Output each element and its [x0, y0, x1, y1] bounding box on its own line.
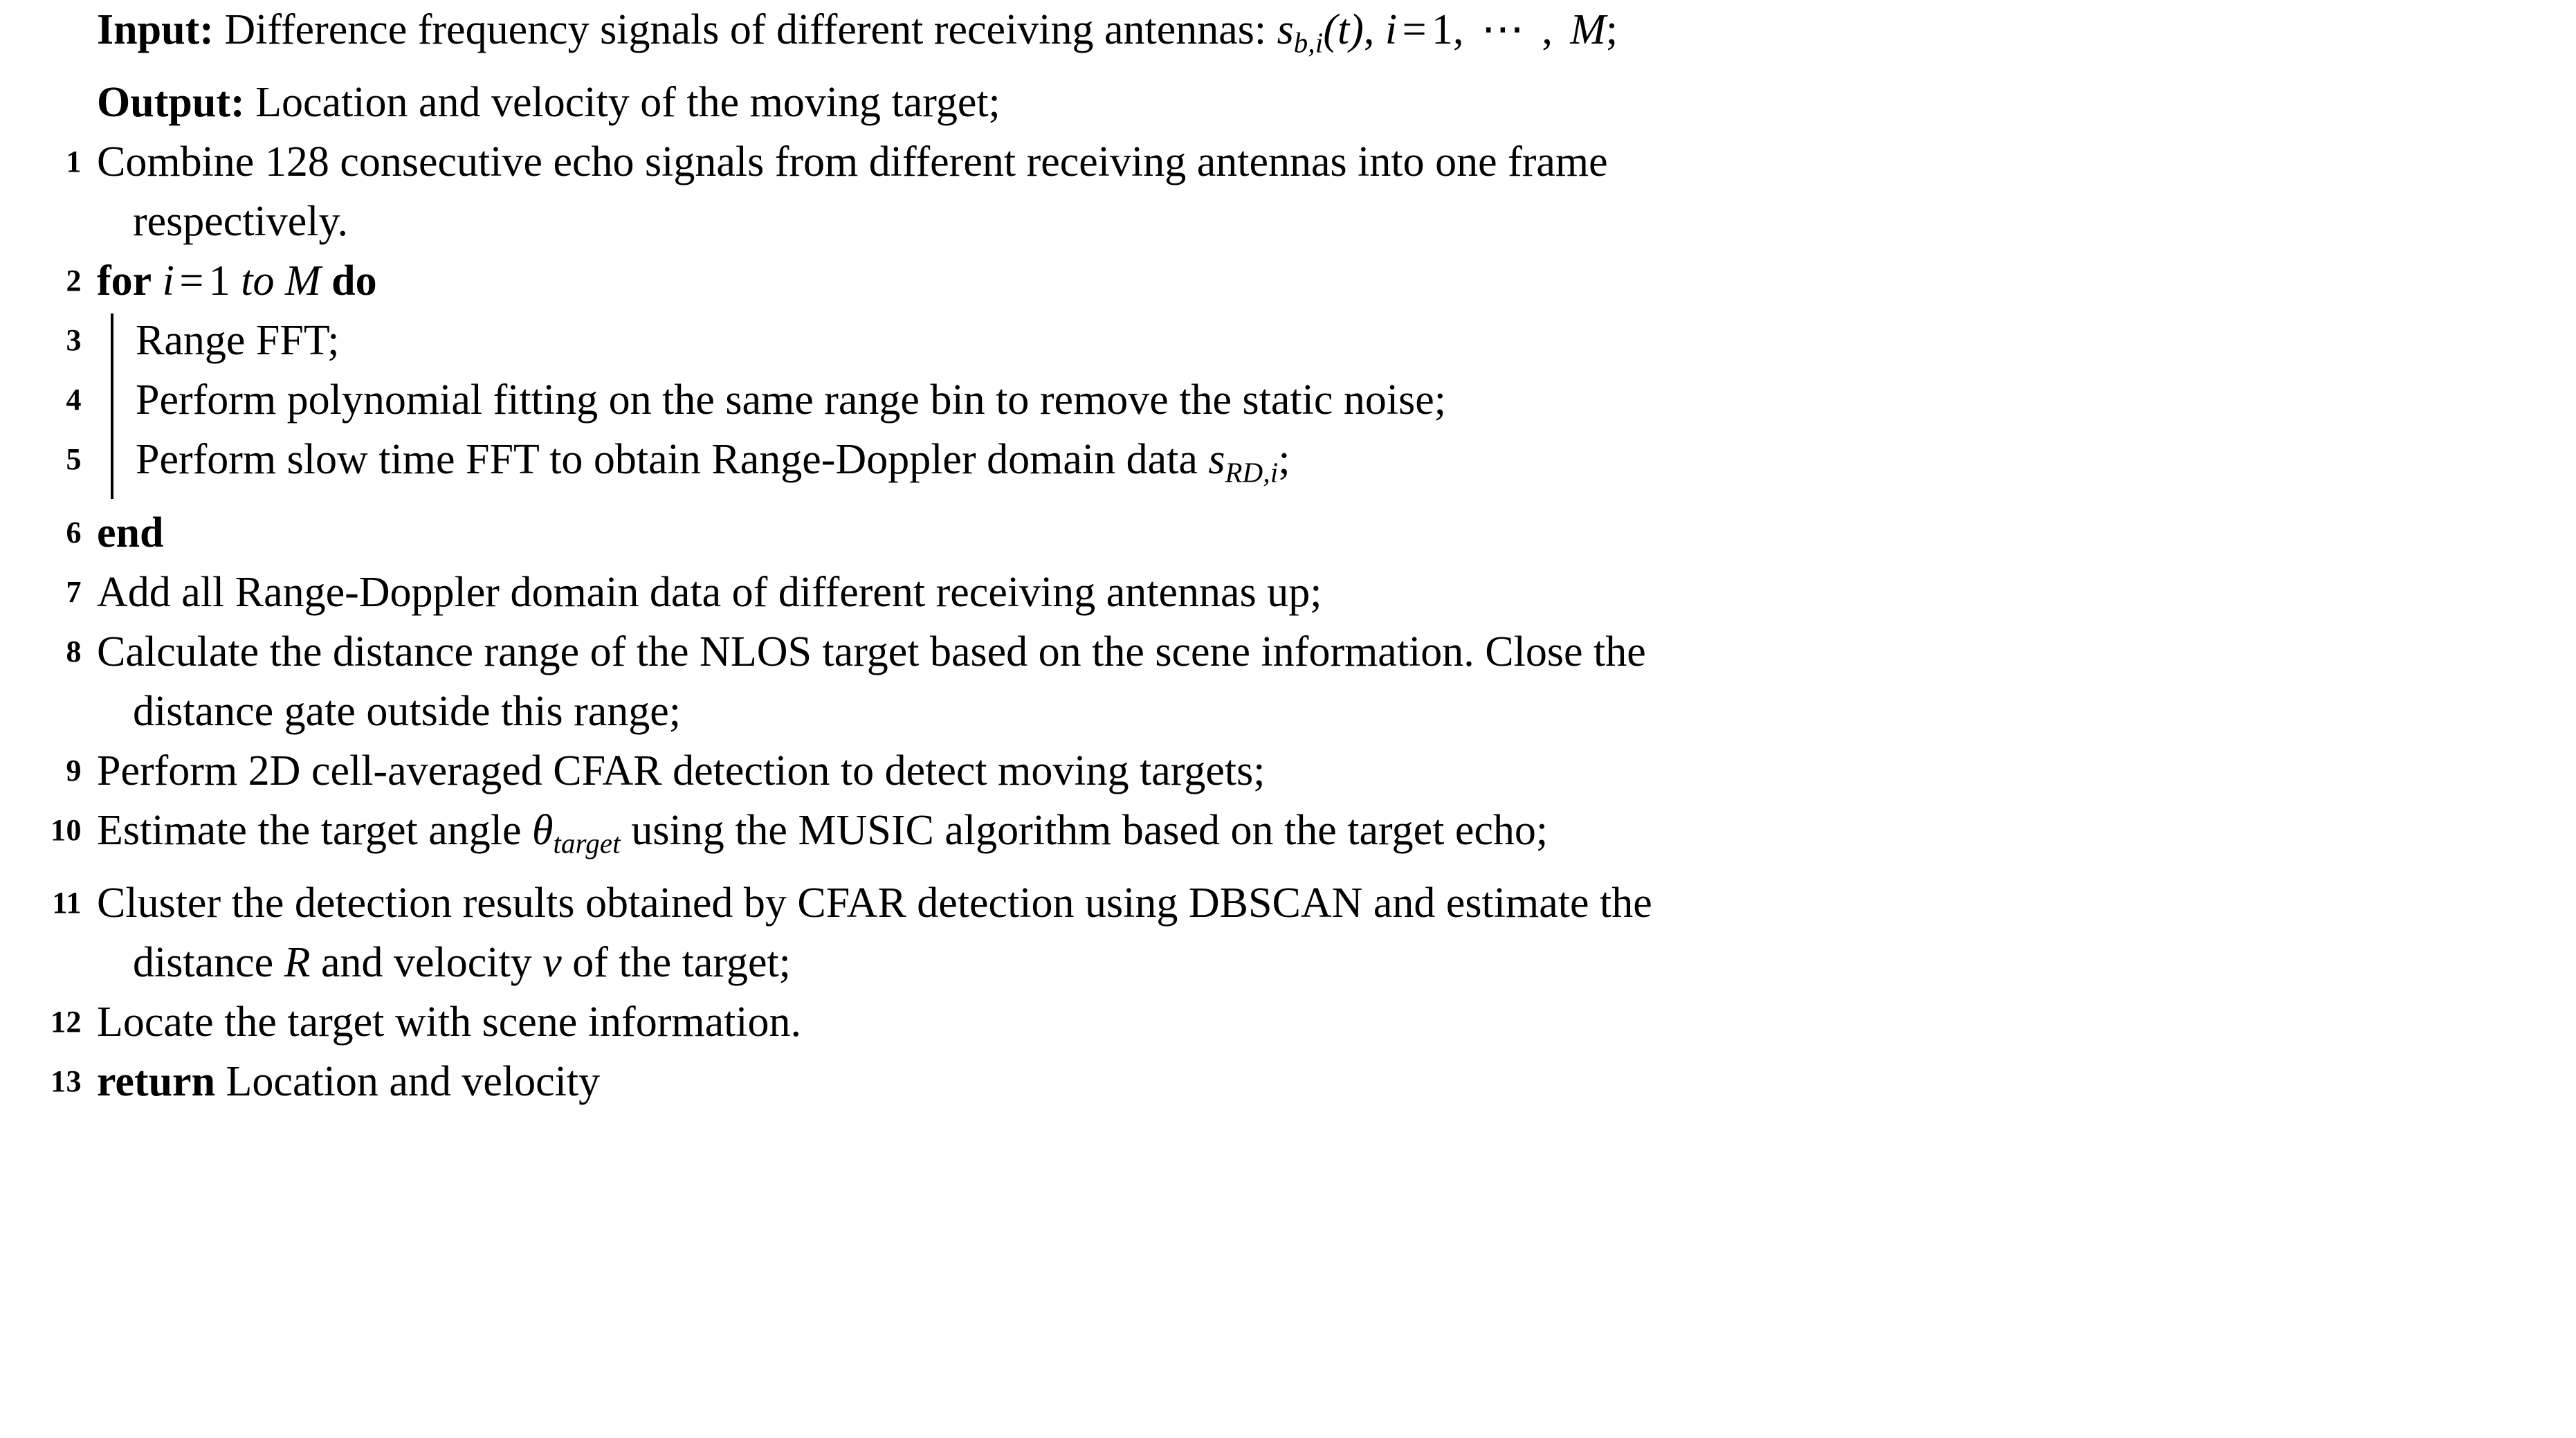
line-11-cont-before: distance: [133, 938, 284, 986]
input-math-terminator: ;: [1605, 6, 1618, 53]
line-number-6: 6: [66, 515, 82, 549]
output-text: Location and velocity of the moving targ…: [244, 79, 1001, 127]
return-keyword: return: [97, 1057, 216, 1105]
algorithm-line-12-body: Locate the target with scene information…: [97, 998, 802, 1046]
theta-symbol: θ: [531, 806, 554, 854]
line-number-1: 1: [66, 145, 82, 179]
algorithm-line-2-body: for i=1 to M do: [82, 251, 2576, 311]
algorithm-line-8: 8 Calculate the distance range of the NL…: [0, 622, 2576, 741]
algorithm-line-7-body: Add all Range-Doppler domain data of dif…: [97, 568, 1322, 616]
input-math-subscript: b,i: [1293, 27, 1324, 59]
algorithm-line-11: 11 Cluster the detection results obtaine…: [0, 873, 2576, 992]
algorithm-pseudocode-block: Input: Difference frequency signals of d…: [0, 0, 2576, 1111]
algorithm-line-6: 6 end: [0, 503, 2576, 563]
line-number-2: 2: [66, 264, 82, 298]
line-10-text-after: using the MUSIC algorithm based on the t…: [620, 806, 1549, 854]
algorithm-line-9-body: Perform 2D cell-averaged CFAR detection …: [97, 747, 1266, 794]
input-keyword: Input:: [97, 6, 214, 53]
line-5-text: Perform slow time FFT to obtain Range-Do…: [136, 436, 1209, 484]
distance-variable: R: [284, 938, 311, 986]
line-11-cont-mid: and velocity: [310, 938, 543, 986]
line-11-cont-after: of the target;: [561, 938, 791, 986]
line-5-math-symbol: s: [1208, 436, 1225, 484]
line-number-8: 8: [66, 634, 82, 668]
algorithm-output-row: Output: Location and velocity of the mov…: [0, 73, 2576, 132]
input-math-start: 1: [1432, 6, 1453, 53]
line-number-4: 4: [66, 383, 82, 417]
algorithm-line-5-body: Perform slow time FFT to obtain Range-Do…: [82, 430, 2576, 502]
line-number-13: 13: [51, 1064, 82, 1098]
input-math-equals: =: [1402, 6, 1427, 53]
for-equals: =: [179, 257, 204, 305]
line-number-11: 11: [52, 885, 82, 920]
do-keyword: do: [331, 257, 377, 305]
line-1-text: Combine 128 consecutive echo signals fro…: [97, 138, 1608, 186]
line-11-text: Cluster the detection results obtained b…: [97, 879, 1652, 927]
output-keyword: Output:: [97, 79, 245, 127]
input-math-index: i: [1385, 6, 1398, 53]
line-number-12: 12: [51, 1004, 82, 1039]
algorithm-line-12: 12 Locate the target with scene informat…: [0, 992, 2576, 1052]
algorithm-output-body: Output: Location and velocity of the mov…: [82, 73, 2576, 132]
algorithm-line-10: 10 Estimate the target angle θtarget usi…: [0, 801, 2576, 873]
for-start-value: 1: [208, 257, 230, 305]
line-number-3: 3: [66, 323, 82, 358]
to-keyword: to: [241, 257, 275, 305]
line-8-text: Calculate the distance range of the NLOS…: [97, 628, 1646, 675]
algorithm-line-4-body: Perform polynomial fitting on the same r…: [136, 376, 1446, 424]
for-variable: i: [162, 257, 174, 305]
line-8-continuation: distance gate outside this range;: [133, 687, 681, 735]
algorithm-line-3-body: Range FFT;: [136, 317, 340, 365]
loop-indent-rule: [111, 313, 113, 499]
line-5-math-subscript: RD,i: [1225, 457, 1279, 489]
input-math-arg: (t): [1323, 6, 1364, 53]
algorithm-line-7: 7 Add all Range-Doppler domain data of d…: [0, 563, 2576, 622]
line-13-text: Location and velocity: [215, 1057, 601, 1105]
line-11-continuation: distance R and velocity v of the target;: [97, 933, 2472, 992]
line-10-text-before: Estimate the target angle: [97, 806, 532, 854]
input-math-symbol: s: [1277, 6, 1294, 53]
algorithm-loop-body: 3 Range FFT; 4 Perform polynomial fittin…: [0, 311, 2576, 502]
input-math-ellipsis: , ⋯ ,: [1453, 6, 1571, 53]
input-math-separator: ,: [1363, 6, 1385, 53]
algorithm-line-3: 3 Range FFT;: [0, 311, 2576, 370]
input-text: Difference frequency signals of differen…: [213, 6, 1277, 53]
line-number-10: 10: [51, 812, 82, 847]
algorithm-line-4: 4 Perform polynomial fitting on the same…: [0, 370, 2576, 430]
line-number-7: 7: [66, 574, 82, 609]
algorithm-input-body: Input: Difference frequency signals of d…: [82, 0, 2576, 73]
input-math-end: M: [1570, 6, 1606, 53]
line-number-9: 9: [66, 753, 82, 788]
algorithm-line-13: 13 return Location and velocity: [0, 1052, 2576, 1111]
algorithm-line-8-body: Calculate the distance range of the NLOS…: [82, 622, 2576, 741]
theta-subscript: target: [553, 827, 621, 859]
algorithm-line-9: 9 Perform 2D cell-averaged CFAR detectio…: [0, 741, 2576, 801]
algorithm-line-6-body: end: [82, 503, 2576, 563]
algorithm-line-5: 5 Perform slow time FFT to obtain Range-…: [0, 430, 2576, 502]
velocity-variable: v: [542, 938, 562, 986]
algorithm-line-2: 2 for i=1 to M do: [0, 251, 2576, 311]
algorithm-line-13-body: return Location and velocity: [82, 1052, 2576, 1111]
algorithm-line-1-body: Combine 128 consecutive echo signals fro…: [82, 132, 2576, 251]
line-5-math-terminator: ;: [1278, 436, 1290, 484]
algorithm-input-row: Input: Difference frequency signals of d…: [0, 0, 2576, 73]
line-1-continuation: respectively.: [133, 198, 348, 246]
end-keyword: end: [97, 509, 164, 556]
for-end-value: M: [284, 257, 321, 305]
for-keyword: for: [97, 257, 152, 305]
algorithm-line-1: 1 Combine 128 consecutive echo signals f…: [0, 132, 2576, 251]
line-number-5: 5: [66, 442, 82, 477]
algorithm-line-11-body: Cluster the detection results obtained b…: [82, 873, 2576, 992]
algorithm-line-10-body: Estimate the target angle θtarget using …: [82, 801, 2576, 873]
